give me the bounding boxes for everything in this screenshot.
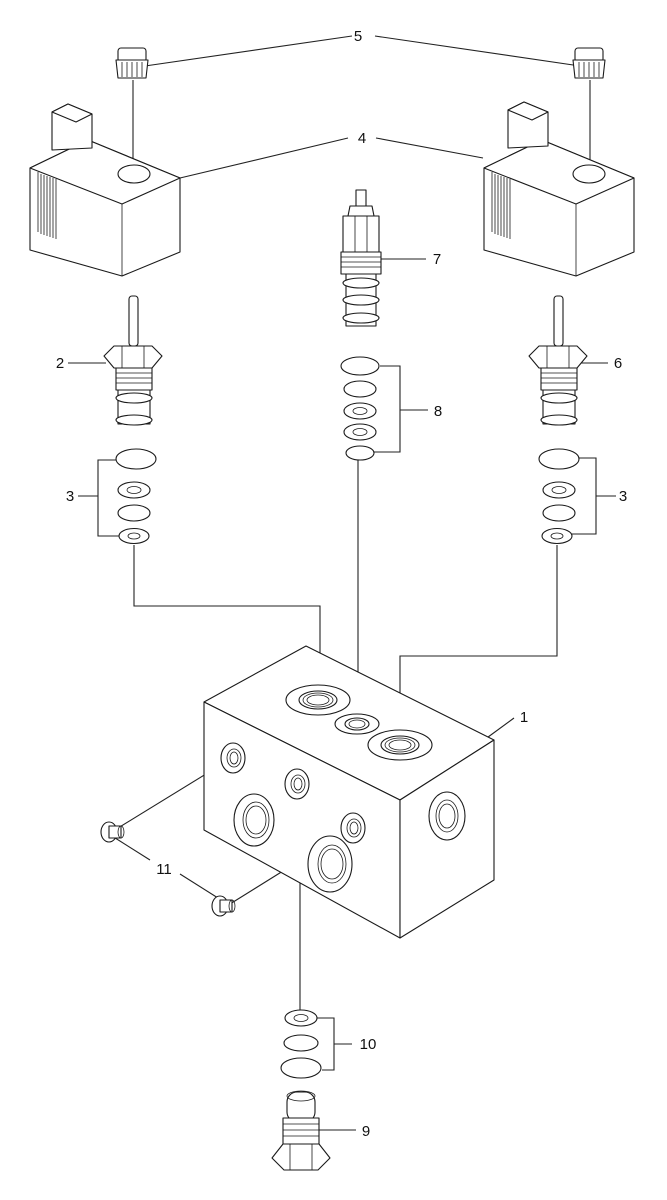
leader-lines <box>68 35 616 1131</box>
solenoid-coil-left <box>29 103 181 277</box>
coil-nut-left <box>115 47 149 79</box>
coil-label-stripes-right <box>491 172 511 239</box>
seal-kit-center <box>340 356 380 461</box>
callout-6: 6 <box>614 355 622 372</box>
solenoid-coil-right <box>483 101 635 277</box>
coil-label-stripes-left <box>37 172 57 239</box>
callout-5: 5 <box>354 28 362 45</box>
seal-kit-bottom <box>280 1009 322 1079</box>
callout-8: 8 <box>434 403 442 420</box>
front-port-large-2 <box>307 835 353 893</box>
plug-upper <box>100 821 125 843</box>
callout-1: 1 <box>520 709 528 726</box>
callout-2: 2 <box>56 355 64 372</box>
callout-7: 7 <box>433 251 441 268</box>
callout-3-left: 3 <box>66 488 74 505</box>
relief-valve-cartridge <box>340 189 382 327</box>
front-port-small-2 <box>284 768 310 800</box>
plug-lower <box>211 895 236 917</box>
top-port-center <box>334 713 380 735</box>
manifold-block <box>203 645 495 939</box>
seal-kit-right <box>538 448 580 545</box>
front-port-small-1 <box>220 742 246 774</box>
side-port <box>428 791 466 841</box>
top-port-right <box>367 729 433 761</box>
bottom-check-valve <box>271 1090 331 1171</box>
callout-4: 4 <box>358 130 366 147</box>
solenoid-cartridge-right <box>528 295 588 426</box>
callout-10: 10 <box>360 1036 377 1053</box>
coil-nut-right <box>572 47 606 79</box>
solenoid-cartridge-left <box>103 295 163 426</box>
front-port-large-1 <box>233 793 275 847</box>
callout-labels: 5 4 7 2 6 8 3 3 1 11 10 9 <box>56 28 627 1140</box>
seal-kit-left <box>115 448 157 545</box>
top-port-left <box>285 684 351 716</box>
callout-11: 11 <box>156 861 172 878</box>
callout-3-right: 3 <box>619 488 627 505</box>
callout-9: 9 <box>362 1123 370 1140</box>
front-port-small-3 <box>340 812 366 844</box>
